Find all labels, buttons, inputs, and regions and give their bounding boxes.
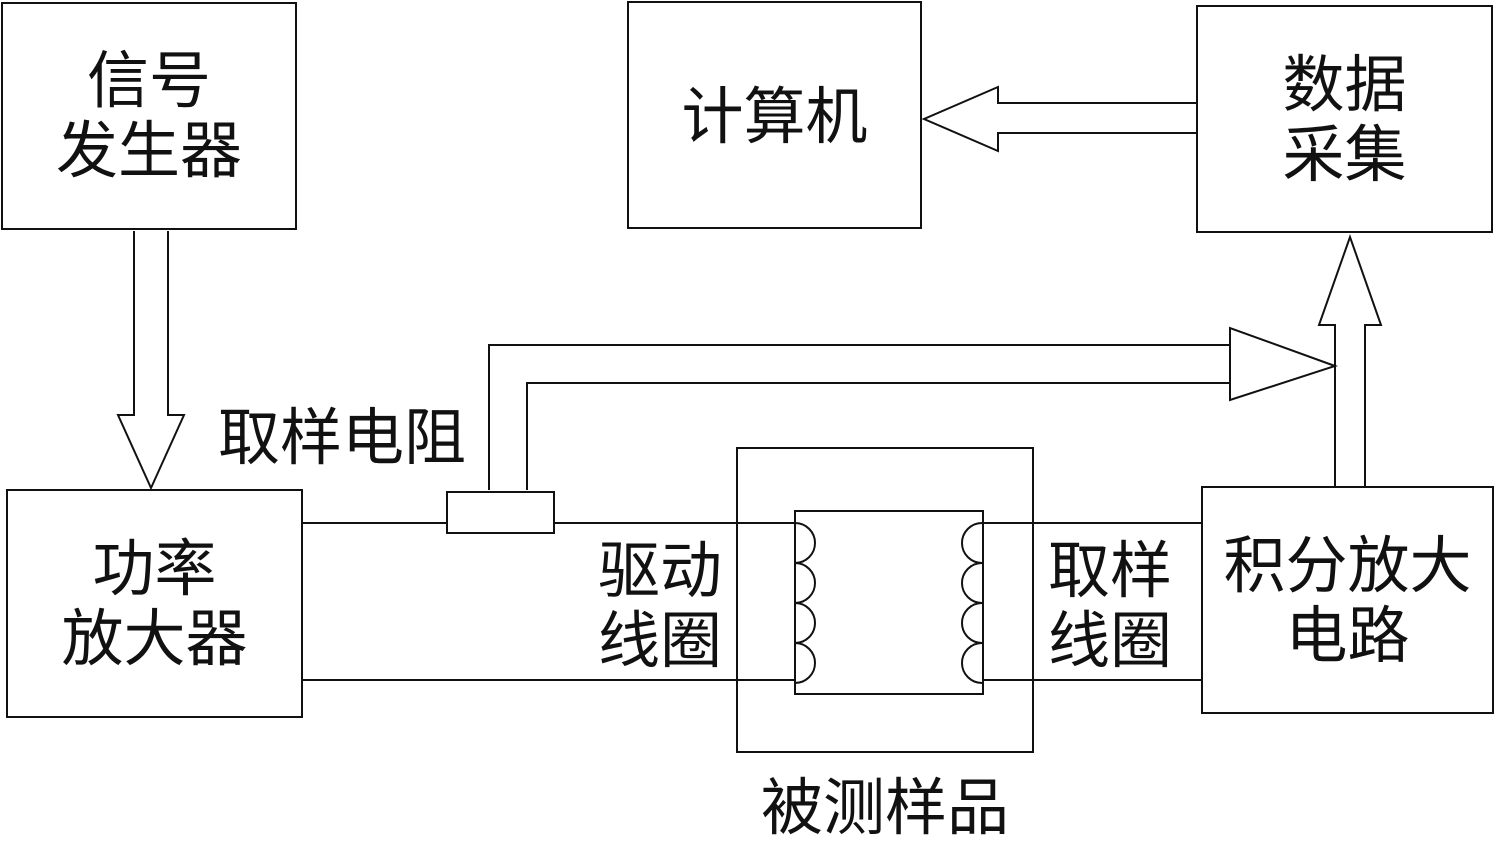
sampling-coil-label: 取样 线圈 [1047,534,1172,677]
sampling-resistor-symbol [446,491,555,534]
data-acquisition-box [1196,5,1493,233]
arrow-integrator-to-acquisition [1317,233,1383,486]
integrating-amplifier-box [1201,486,1494,714]
computer-box [627,1,922,229]
sample-under-test-label: 被测样品 [760,771,1009,844]
integrating-amplifier-label: 积分放大 电路 [1223,529,1472,672]
computer-label: 计算机 [681,80,868,153]
signal-generator-label: 信号 发生器 [55,44,242,187]
sampling-resistor-label: 取样电阻 [218,401,467,474]
resistor-signal-line-upper [488,344,1230,490]
power-amplifier-label: 功率 放大器 [61,532,248,675]
data-acquisition-label: 数据 采集 [1282,48,1407,191]
arrow-generator-to-amplifier [116,231,186,491]
sample-outer-frame [736,447,1034,753]
power-amplifier-box [6,489,303,718]
resistor-signal-arrowhead [1229,326,1339,402]
sample-core [794,510,984,695]
signal-generator-box [1,2,297,230]
drive-coil-label: 驱动 线圈 [597,534,722,677]
arrow-acquisition-to-computer [921,85,1196,153]
resistor-signal-line-lower [526,382,1230,490]
